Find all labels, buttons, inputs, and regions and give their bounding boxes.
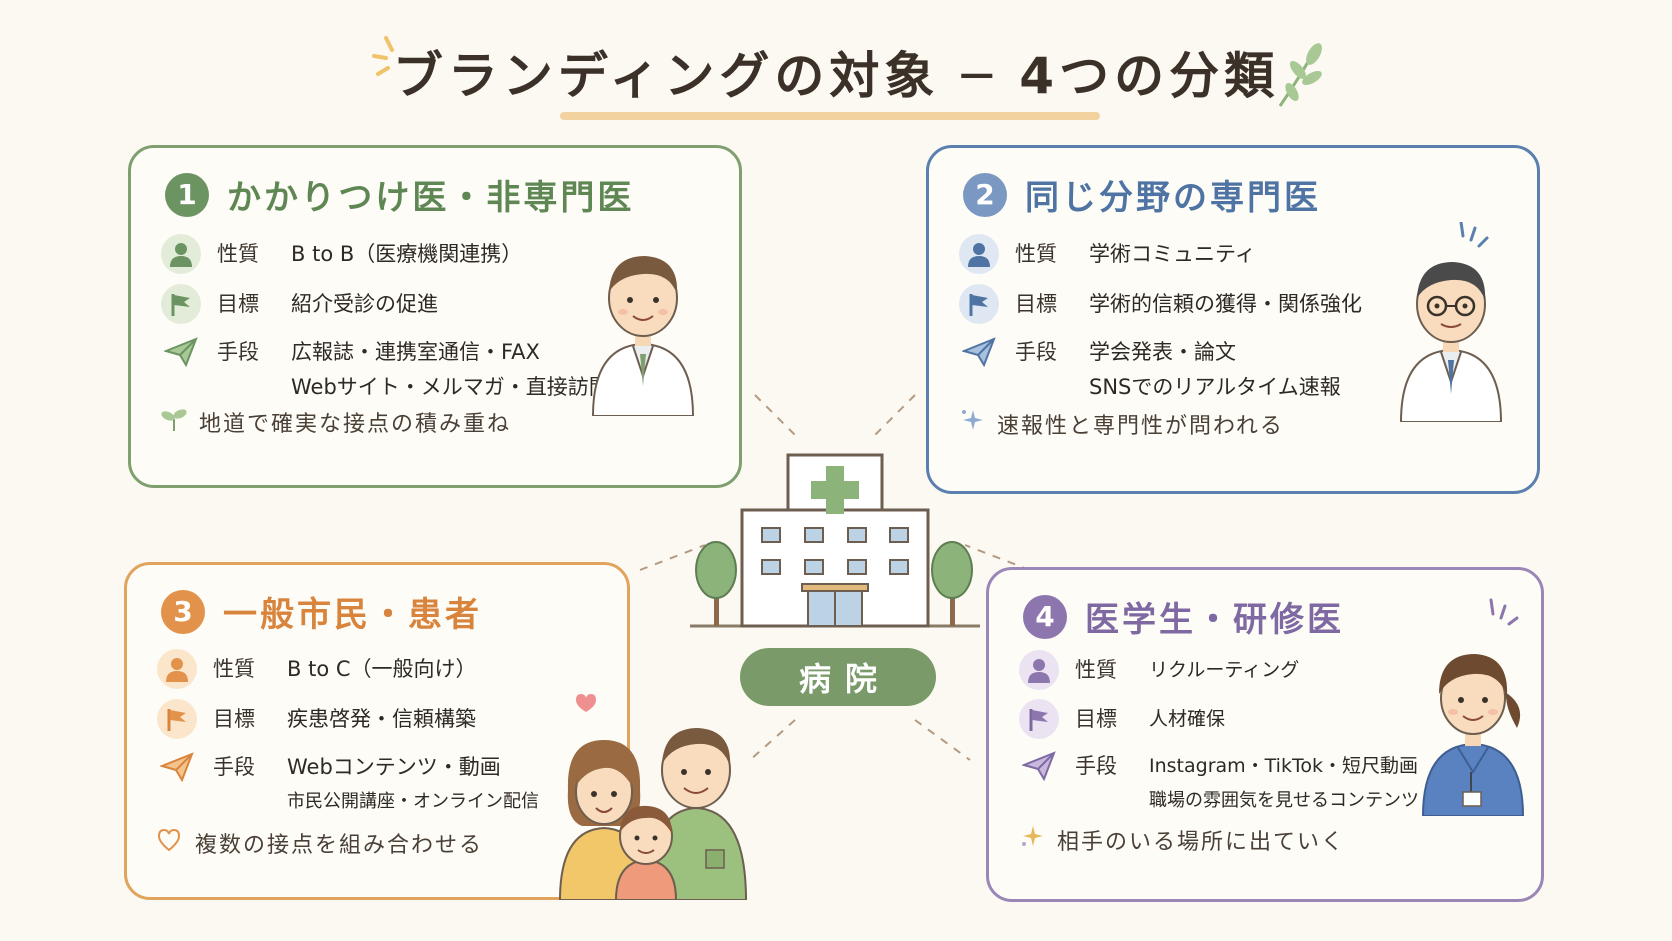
person-icon (1019, 650, 1059, 690)
paper-plane-icon (959, 332, 999, 372)
row-label: 性質 (213, 657, 255, 681)
row-label: 目標 (1075, 707, 1117, 731)
row-value: 学術的信頼の獲得・関係強化 (1089, 292, 1362, 316)
row-value: 学術コミュニティ (1089, 242, 1256, 266)
row-label: 手段 (213, 755, 255, 779)
value-line-2: SNSでのリアルタイム速報 (1089, 375, 1341, 399)
value-line-1: 学会発表・論文 (1089, 340, 1236, 364)
row-label: 性質 (1075, 658, 1117, 682)
value-line-2: 市民公開講座・オンライン配信 (287, 791, 539, 812)
card-heading: かかりつけ医・非専門医 (227, 178, 635, 218)
row-label: 手段 (1075, 754, 1117, 778)
row-value: 広報誌・連携室通信・FAX Webサイト・メルマガ・直接訪問 (291, 332, 610, 402)
category-card-4: 4 医学生・研修医 性質 リクルーティング 目標 人材確保 手段 Instagr… (986, 567, 1544, 902)
paper-plane-icon (161, 332, 201, 372)
family-illustration (558, 694, 748, 900)
value-line-1: 広報誌・連携室通信・FAX (291, 340, 540, 364)
heart-icon (157, 828, 183, 858)
sprout-icon (161, 407, 187, 437)
hospital-icon (690, 453, 980, 628)
sparkle-lines-icon (372, 36, 394, 76)
row-value: B to C（一般向け） (287, 657, 477, 681)
person-icon (161, 234, 201, 274)
card-heading: 一般市民・患者 (223, 595, 482, 635)
sparkle-icon (1019, 824, 1045, 856)
flag-icon (157, 699, 197, 739)
row-value: Webコンテンツ・動画市民公開講座・オンライン配信 (287, 747, 539, 817)
person-icon (959, 234, 999, 274)
value-line-1: Instagram・TikTok・短尺動画 (1149, 755, 1418, 777)
number-badge: 3 (161, 589, 205, 634)
flag-icon (161, 284, 201, 324)
row-value: 学会発表・論文 SNSでのリアルタイム速報 (1089, 332, 1341, 402)
row-value: 紹介受診の促進 (291, 292, 438, 316)
number-badge: 1 (165, 172, 209, 217)
row-value: B to B（医療機関連携） (291, 242, 523, 266)
doctor-illustration (591, 256, 695, 416)
category-card-3: 3 一般市民・患者 性質 B to C（一般向け） 目標 疾患啓発・信頼構築 手… (124, 562, 630, 900)
value-line-2: Webサイト・メルマガ・直接訪問 (291, 375, 610, 399)
row-value: リクルーティング (1149, 659, 1300, 681)
paper-plane-icon (157, 747, 197, 787)
row-value: Instagram・TikTok・短尺動画職場の雰囲気を見せるコンテンツ (1149, 746, 1419, 816)
flag-icon (1019, 699, 1059, 739)
paper-plane-icon (1019, 746, 1059, 786)
flag-icon (959, 284, 999, 324)
row-value: 疾患啓発・信頼構築 (287, 707, 476, 731)
person-icon (157, 649, 197, 689)
hospital-label: 病院 (740, 648, 936, 706)
title-underline (560, 112, 1100, 120)
sparkle-icon (959, 408, 985, 440)
card-heading: 同じ分野の専門医 (1025, 178, 1321, 218)
row-label: 目標 (213, 707, 255, 731)
card-note: 地道で確実な接点の積み重ね (199, 412, 512, 437)
value-line-1: Webコンテンツ・動画 (287, 755, 501, 779)
doctor-illustration (1399, 222, 1503, 422)
number-badge: 4 (1023, 594, 1067, 639)
row-value: 人材確保 (1149, 708, 1226, 730)
page-title: ブランディングの対象 ─ 4つの分類 (392, 47, 1280, 105)
category-card-1: 1 かかりつけ医・非専門医 性質 B to B（医療機関連携） 目標 紹介受診の… (128, 145, 742, 488)
row-label: 性質 (217, 242, 259, 266)
card-heading: 医学生・研修医 (1085, 600, 1344, 640)
title-area: ブランディングの対象 ─ 4つの分類 (0, 36, 1672, 118)
category-card-2: 2 同じ分野の専門医 性質 学術コミュニティ 目標 学術的信頼の獲得・関係強化 … (926, 145, 1540, 494)
resident-illustration (1421, 598, 1525, 816)
number-badge: 2 (963, 172, 1007, 217)
row-label: 手段 (1015, 340, 1057, 364)
row-label: 性質 (1015, 242, 1057, 266)
value-line-2: 職場の雰囲気を見せるコンテンツ (1149, 790, 1419, 811)
row-label: 目標 (217, 292, 259, 316)
card-note: 相手のいる場所に出ていく (1057, 830, 1346, 855)
card-note: 速報性と専門性が問われる (997, 414, 1284, 439)
tree-icon (695, 541, 973, 626)
row-label: 目標 (1015, 292, 1057, 316)
card-note: 複数の接点を組み合わせる (195, 833, 484, 858)
leaf-sprig-icon (1278, 43, 1322, 107)
row-label: 手段 (217, 340, 259, 364)
